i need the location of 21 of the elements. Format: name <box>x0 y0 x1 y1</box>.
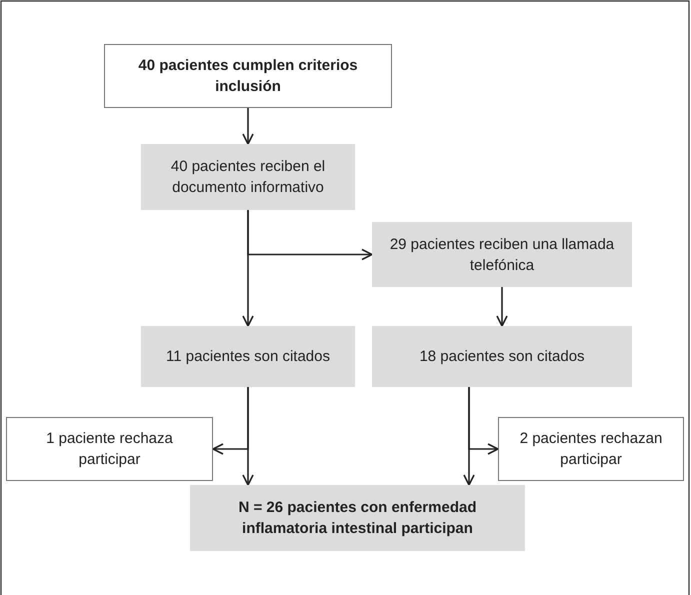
outlined-box <box>104 44 392 108</box>
box-text: 40 pacientes reciben el documento informativo <box>170 157 326 198</box>
shaded-box <box>190 485 525 551</box>
shaded-box <box>372 326 632 387</box>
shaded-box <box>141 326 355 387</box>
shaded-box <box>141 144 355 210</box>
arrow <box>242 387 254 486</box>
outlined-box <box>6 417 213 481</box>
arrow <box>247 210 373 260</box>
shaded-box <box>372 222 632 287</box>
arrow <box>496 287 508 327</box>
box-text: 1 paciente rechaza participar <box>45 429 174 470</box>
arrow <box>242 108 254 145</box>
box-text: 18 pacientes son citados <box>419 347 585 367</box>
box-text: N = 26 pacientes con enfermedad inflamatoria intestinal participan <box>237 498 478 539</box>
box-text: 2 pacientes rechazan participar <box>518 429 664 470</box>
outlined-box <box>498 417 684 481</box>
arrow <box>463 387 475 486</box>
box-text: 29 pacientes reciben una llamada telefónica <box>388 234 616 276</box>
box-text: 11 pacientes son citados <box>166 347 330 367</box>
box-text: 40 pacientes cumplen criterios inclusión <box>137 56 359 97</box>
